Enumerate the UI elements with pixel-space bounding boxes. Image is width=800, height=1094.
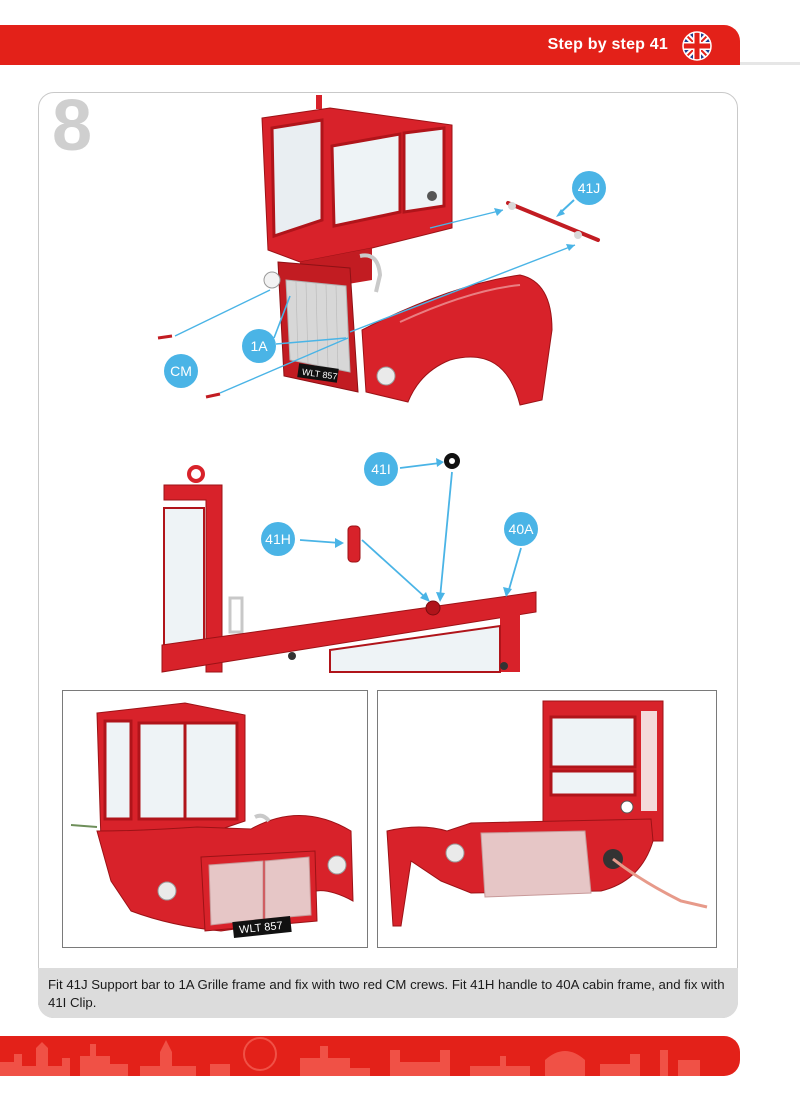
instruction-caption: Fit 41J Support bar to 1A Grille frame a… xyxy=(38,968,738,1018)
callout-41h-label: 41H xyxy=(265,531,291,547)
callout-cm: CM xyxy=(164,354,198,388)
callout-41j-label: 41J xyxy=(578,180,601,196)
callout-1a: 1A xyxy=(242,295,347,363)
callout-41i: 41I xyxy=(364,452,398,486)
inset-front-view: WLT 857 xyxy=(62,690,368,948)
cabin-frame xyxy=(261,95,453,293)
front-plate-text: WLT 857 xyxy=(301,367,338,382)
header-bar: Step by step 41 xyxy=(0,25,740,65)
uk-flag-icon xyxy=(682,31,712,61)
callout-40a-label: 40A xyxy=(509,521,535,537)
callout-41h: 41H xyxy=(261,522,295,556)
page-title: Step by step 41 xyxy=(547,36,668,53)
inset-plate-text: WLT 857 xyxy=(239,920,284,936)
bonnet-part xyxy=(361,274,553,406)
callout-40a: 40A xyxy=(504,512,538,546)
callout-1a-label: 1A xyxy=(250,338,268,354)
clip-41i xyxy=(444,453,460,469)
support-bar-41j xyxy=(506,201,600,242)
callout-cm-label: CM xyxy=(170,363,192,379)
grille-frame: WLT 857 xyxy=(263,261,359,393)
handle-detail-illustration: 41I 41H 40A xyxy=(161,452,538,673)
cm-screws xyxy=(157,334,221,399)
guide-lines xyxy=(174,209,576,394)
cabin-frame-detail xyxy=(161,465,537,673)
inset-rear-view xyxy=(377,690,717,948)
step-number: 8 xyxy=(52,86,93,166)
london-skyline-icon xyxy=(0,1037,700,1076)
handle-41h xyxy=(347,525,361,563)
cabin-assembly-illustration: WLT 857 41J 1A xyxy=(157,95,606,406)
assembled-front-illustration: WLT 857 xyxy=(70,702,354,938)
header-divider xyxy=(740,62,800,65)
assembled-rear-illustration xyxy=(386,700,708,927)
callout-41i-label: 41I xyxy=(371,461,390,477)
footer-skyline-bar xyxy=(0,1036,740,1076)
callout-41j: 41J xyxy=(556,171,606,217)
